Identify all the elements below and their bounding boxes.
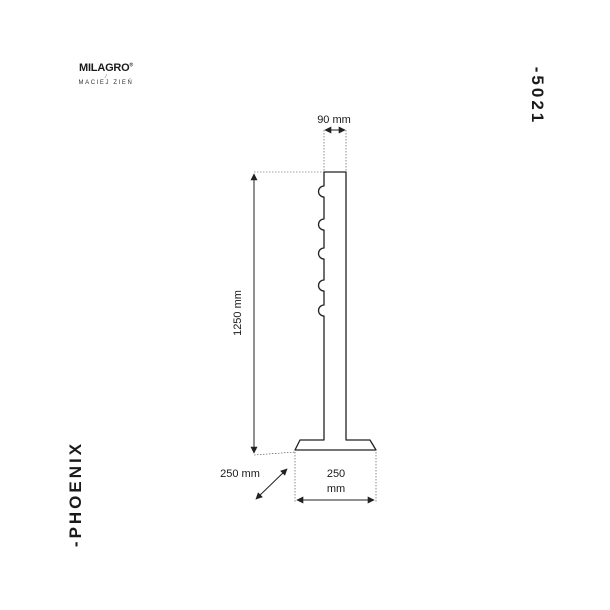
dimension-depth	[255, 468, 288, 500]
brand-logo: MILAGRO® ⁄ MACIEJ ZIEŃ	[66, 62, 146, 86]
dimension-top-width	[323, 126, 347, 172]
coat-stand-outline	[294, 171, 377, 451]
brand-designer: MACIEJ ZIEŃ	[78, 80, 134, 86]
brand-separator: ⁄	[105, 74, 107, 80]
label-top-width: 90 mm	[317, 114, 351, 126]
label-depth: 250 mm	[220, 468, 260, 480]
dimension-height	[250, 171, 324, 456]
brand-name: MILAGRO®	[78, 62, 134, 74]
label-base-width-value: 250	[326, 468, 346, 480]
dimension-base-width	[294, 452, 377, 504]
label-base-width-unit: mm	[326, 483, 346, 495]
label-height: 1250 mm	[232, 290, 244, 336]
label-base-width: 250 mm	[327, 467, 345, 497]
